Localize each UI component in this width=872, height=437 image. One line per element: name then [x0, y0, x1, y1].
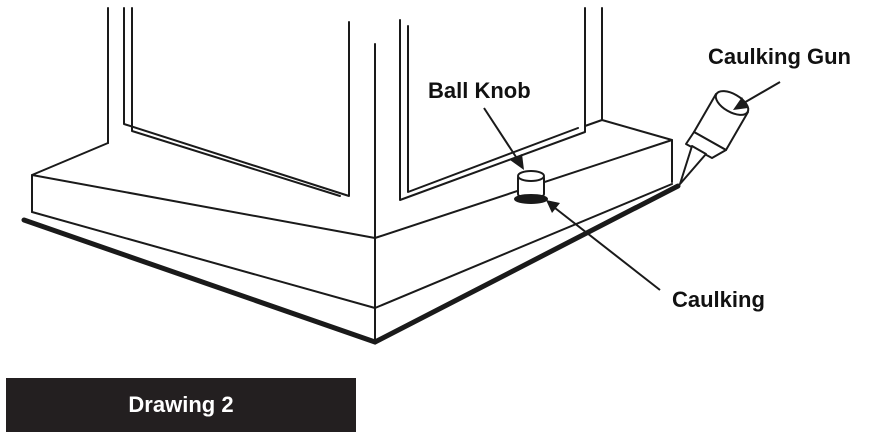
base-left-mid [31, 211, 376, 309]
right-panel-inner [407, 25, 579, 193]
arrowhead-caulking [546, 200, 560, 213]
base-top-back [584, 119, 603, 127]
caulking-bead [21, 183, 681, 345]
arrow-caulking [554, 207, 661, 291]
ball-knob [514, 170, 548, 204]
ball-knob-label: Ball Knob [428, 78, 531, 103]
caption-text: Drawing 2 [128, 392, 234, 417]
right-panel-outer [399, 7, 586, 201]
left-panel-inner [131, 7, 341, 197]
caption-bar: Drawing 2 [6, 378, 356, 432]
arrowhead-caulking-gun [733, 97, 748, 110]
arrowhead-ball-knob [510, 154, 524, 170]
base-right-mid [374, 183, 673, 309]
left-panel-outer [123, 7, 350, 197]
caulking-label: Caulking [672, 287, 765, 312]
caulking-gun-label: Caulking Gun [708, 44, 851, 69]
arrow-ball-knob [483, 107, 519, 161]
arrow-caulking-gun [741, 81, 781, 105]
callout-arrows [483, 81, 781, 291]
